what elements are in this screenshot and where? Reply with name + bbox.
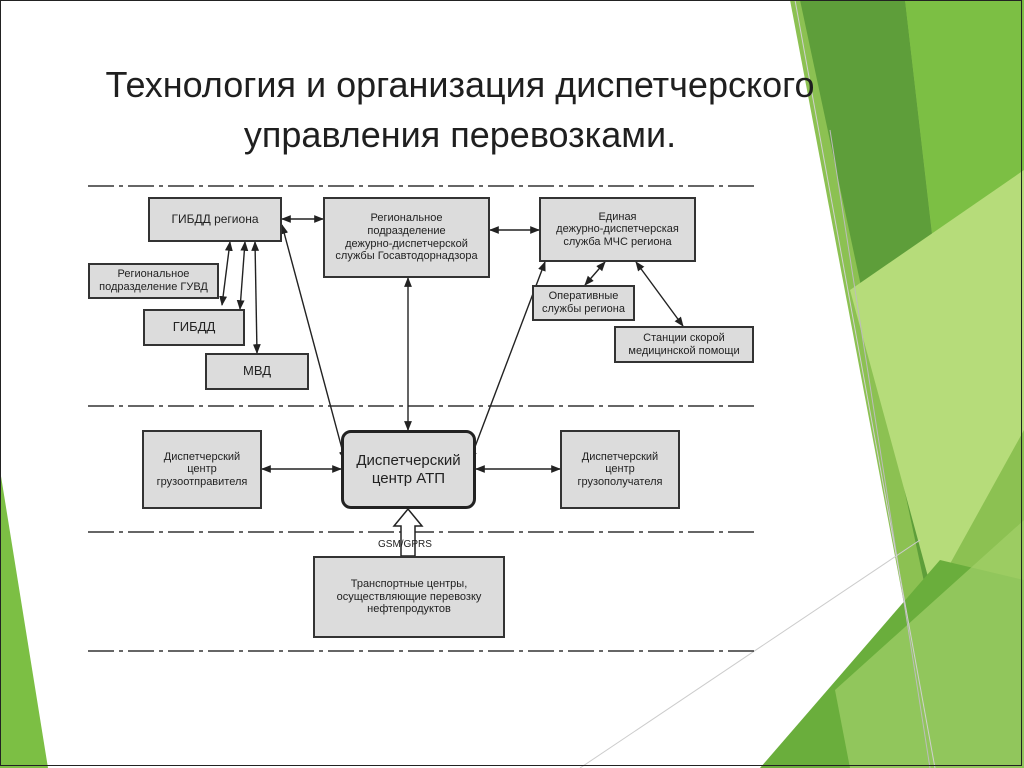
node-regional-guvd: Региональное подразделение ГУВД xyxy=(88,263,219,299)
arrow-gibdd-region-atp xyxy=(280,224,347,461)
arrow-gibdd-region-gibdd xyxy=(236,241,249,310)
node-edds-mchs: Единая дежурно-диспетчерская служба МЧС … xyxy=(539,197,696,262)
arrow-gibdd-region-guvd xyxy=(219,241,233,306)
arrow-mchs-operative xyxy=(584,261,606,286)
node-atp-center: Диспетчерский центр АТП xyxy=(341,430,476,509)
title-line-1: Технология и организация диспетчерского xyxy=(105,64,815,105)
node-operative-services: Оперативные службы региона xyxy=(532,285,635,321)
arrow-mchs-ambulance xyxy=(635,261,684,327)
slide-title: Технология и организация диспетчерского … xyxy=(0,60,920,160)
gsm-hollow-arrow xyxy=(392,507,424,557)
node-ambulance: Станции скорой медицинской помощи xyxy=(614,326,754,363)
arrow-gibdd-region-mvd xyxy=(251,241,261,354)
node-shipper-center: Диспетчерский центр грузоотправителя xyxy=(142,430,262,509)
node-regional-gosavtodornadzor: Региональное подразделение дежурно-диспе… xyxy=(323,197,490,278)
node-mvd: МВД xyxy=(205,353,309,390)
title-line-2: управления перевозками. xyxy=(243,114,677,155)
node-gibdd-region: ГИБДД региона xyxy=(148,197,282,242)
gsm-gprs-label: GSM/GPRS xyxy=(378,539,432,550)
node-gibdd: ГИБДД xyxy=(143,309,245,346)
node-transport-centers: Транспортные центры, осуществляющие пере… xyxy=(313,556,505,638)
node-consignee-center: Диспетчерский центр грузополучателя xyxy=(560,430,680,509)
